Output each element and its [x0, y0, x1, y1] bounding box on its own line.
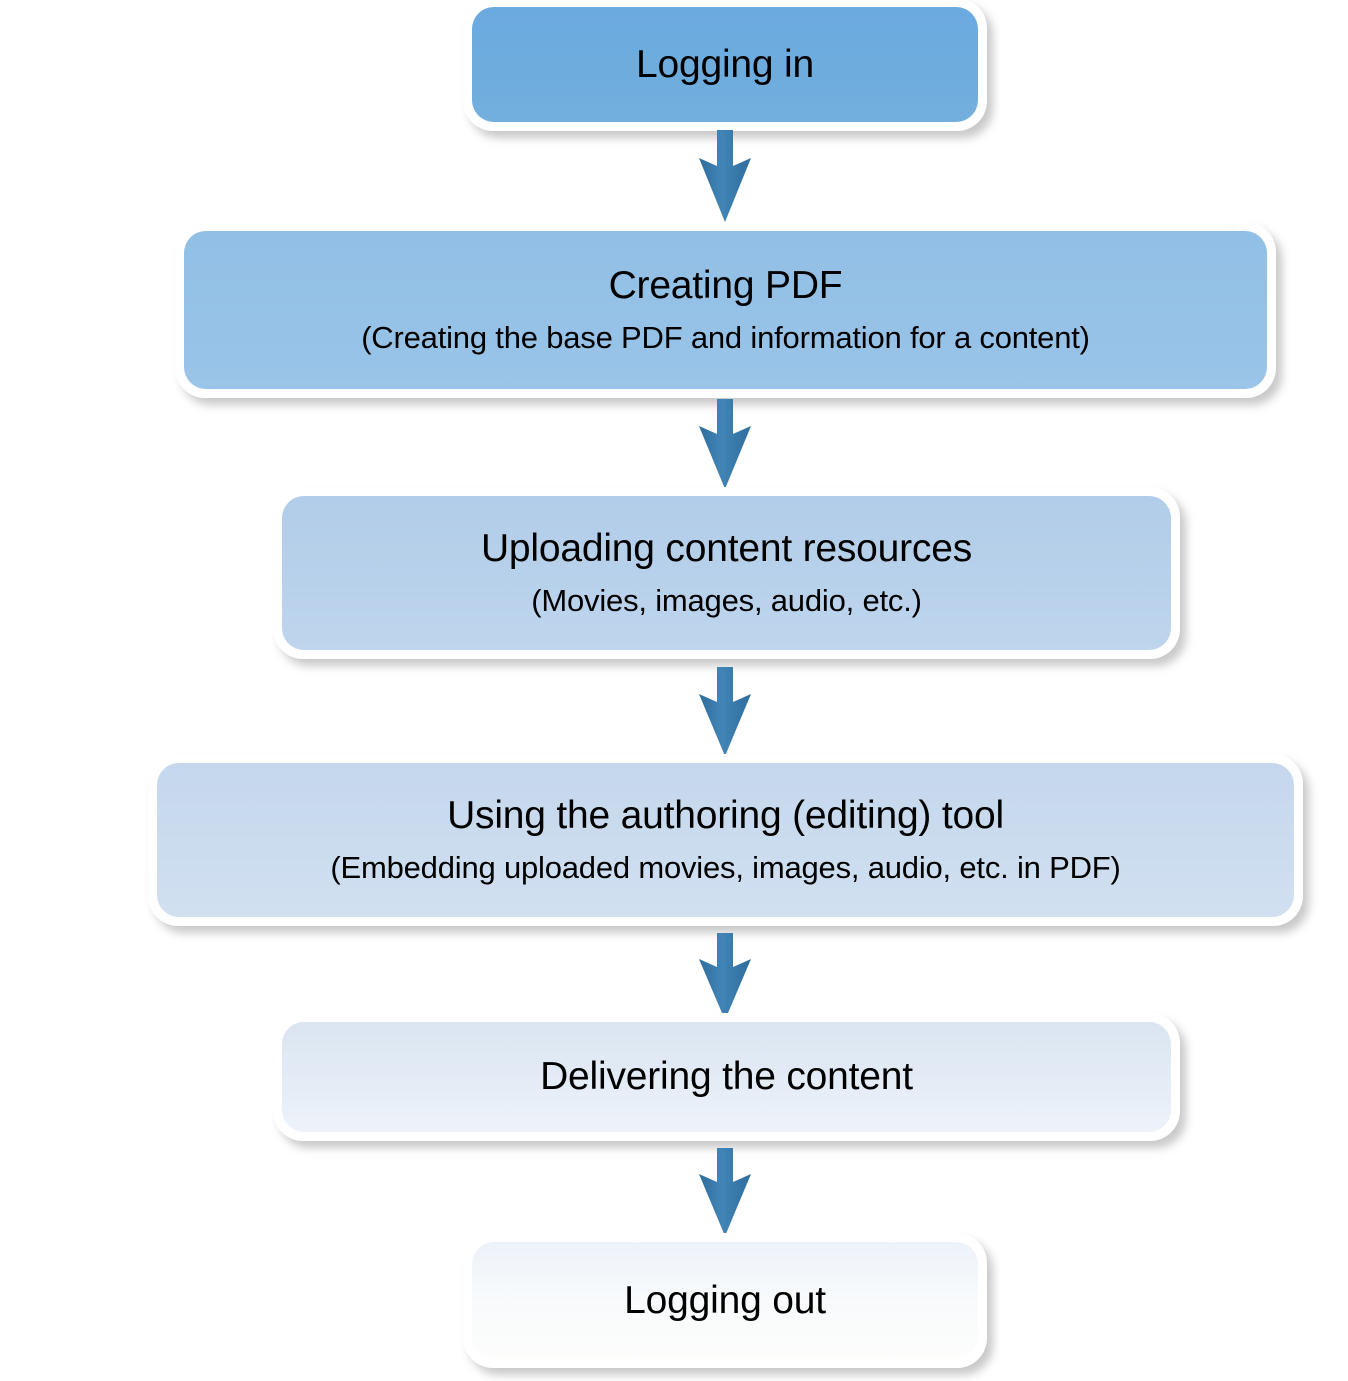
- flow-node-body: Logging in: [472, 7, 978, 122]
- flow-node-using-the-authoring-tool[interactable]: Using the authoring (editing) tool (Embe…: [148, 754, 1303, 926]
- flow-node-delivering-the-content[interactable]: Delivering the content: [273, 1013, 1180, 1141]
- flow-node-creating-pdf[interactable]: Creating PDF (Creating the base PDF and …: [175, 222, 1276, 398]
- down-arrow-icon-5: [665, 1148, 785, 1236]
- down-arrow-icon-4: [665, 933, 785, 1020]
- flow-node-title: Using the authoring (editing) tool: [447, 793, 1004, 837]
- flow-node-body: Uploading content resources (Movies, ima…: [282, 496, 1171, 650]
- flow-node-uploading-content-resources[interactable]: Uploading content resources (Movies, ima…: [273, 487, 1180, 659]
- down-arrow-icon-3: [665, 667, 785, 756]
- flow-node-logging-out[interactable]: Logging out: [463, 1233, 987, 1368]
- flow-node-title: Creating PDF: [608, 263, 843, 307]
- flow-node-title: Uploading content resources: [480, 526, 973, 570]
- flow-node-subtitle: (Embedding uploaded movies, images, audi…: [330, 850, 1121, 886]
- flow-node-title: Logging in: [636, 42, 814, 86]
- flow-node-subtitle: (Movies, images, audio, etc.): [531, 583, 922, 619]
- down-arrow-icon-2: [665, 399, 785, 489]
- flow-node-subtitle: (Creating the base PDF and information f…: [361, 320, 1090, 356]
- flow-node-body: Using the authoring (editing) tool (Embe…: [157, 763, 1294, 917]
- flow-node-logging-in[interactable]: Logging in: [463, 0, 987, 131]
- down-arrow-icon-1: [665, 130, 785, 222]
- flow-node-body: Delivering the content: [282, 1022, 1171, 1132]
- flow-node-body: Logging out: [472, 1242, 978, 1359]
- flow-node-title: Logging out: [624, 1278, 826, 1322]
- flow-node-body: Creating PDF (Creating the base PDF and …: [184, 231, 1267, 389]
- flow-node-title: Delivering the content: [540, 1055, 913, 1099]
